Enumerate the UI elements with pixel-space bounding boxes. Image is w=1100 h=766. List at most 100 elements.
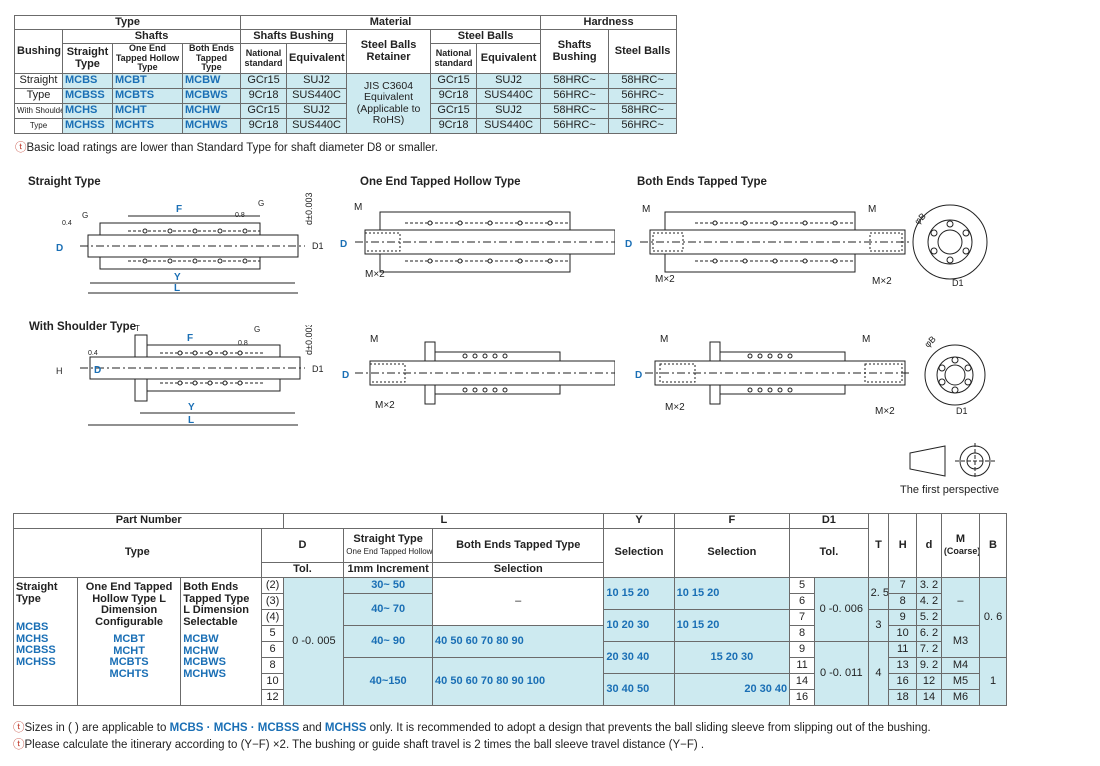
table-row: With Shoulder MCHS MCHT MCHW GCr15 SUJ2 … [14,103,678,119]
D1-value: 9 [789,641,815,658]
dim-G: G [254,325,260,334]
label-both-ends-type: Both Ends Tapped Type [637,176,767,188]
note-marker-icon: ⓣ [13,722,25,734]
code: MCHW [183,644,219,657]
D-tol: 0 -0. 005 [283,577,345,706]
M-value: M6 [940,689,981,706]
code: MCBWS [183,656,226,669]
shoulder-both-ends-drawing: M M D M×2 M×2 φB D1 [635,334,986,417]
header-1mm: 1mm Increment [343,562,434,578]
cell: 56HRC~ [540,88,610,104]
D1-value: 5 [789,577,815,594]
H-value: 13 [888,657,918,674]
F-value: 15 20 30 [673,641,791,674]
code: MCHSS [16,655,56,668]
header-D: D [260,528,345,563]
table-row: 12 16 18 14 M6 [14,689,1007,706]
D1-value: 11 [789,657,815,674]
dim-phiB: φB [912,211,927,226]
dim-Mx2-right: M×2 [875,406,895,417]
type-col-3: Both Ends Tapped Type L Dimension Select… [180,577,262,706]
header-both-ends: Both Ends Tapped Type [181,43,242,74]
header-shafts-bushing: Shafts Bushing [240,29,348,44]
table-row: Type MCHSS MCHTS MCHWS 9Cr18 SUS440C 9Cr… [14,118,678,134]
cell: GCr15 [430,103,478,119]
cell: SUJ2 [286,103,348,119]
dim-Y: Y [188,402,195,413]
L-both-dash: – [432,577,605,626]
label-straight-type: Straight Type [28,176,101,188]
table-row: Straight Type MCBS MCHS MCBSS MCHSS One … [13,577,1007,706]
cell: 58HRC~ [608,73,678,89]
code: MCHTS [109,667,149,680]
cell: GCr15 [240,73,288,89]
M-value: M3 [940,625,981,658]
M-value: – [940,577,981,626]
label-one-end-type: One End Tapped Hollow Type [360,176,521,188]
code-cell: MCBS [62,73,113,89]
header-equivalent: Equivalent [286,43,348,74]
header-hardness: Hardness [540,15,678,30]
cell: 58HRC~ [540,73,610,89]
D1-tol-1: 0 -0. 006 [813,577,869,642]
dim-D: D [340,239,347,250]
cell: SUJ2 [476,73,542,89]
cell: SUS440C [286,88,348,104]
dim-D1: D1 [952,278,964,288]
header-part-number: Part Number [12,513,285,529]
D1-value: 16 [789,689,815,706]
cell: 58HRC~ [540,103,610,119]
code: MCBW [183,633,219,645]
cell: GCr15 [240,103,288,119]
header-bushing: Bushing [14,29,63,74]
code-cell: MCHWS [181,118,242,134]
d-value: 9. 2 [916,657,942,674]
with-shoulder-drawing: T F G 0.8 0.4 H D D1 Y L d±0.003 [56,325,324,426]
first-perspective-label: The first perspective [900,484,1000,496]
header-steel-balls-retainer: Steel Balls Retainer [346,29,432,74]
code-cell: MCHW [181,103,242,119]
header-B: B [979,513,1007,578]
dim-G-right: G [258,199,264,208]
bushing-cell: Type [14,118,63,134]
cell: SUJ2 [476,103,542,119]
F-value: 20 30 40 [673,673,791,706]
code-cell: MCHTS [112,118,183,134]
header-M-coarse: (Coarse) [943,545,980,556]
both-ends-drawing: M M D M×2 M×2 φB D1 [625,204,988,288]
straight-type-drawing: F G G 0.4 0.8 D D1 Y L d±0.003 [56,193,324,294]
dim-tolerance: d±0.003 [304,325,314,355]
D-value: 5 [260,625,285,642]
header-F-selection: Selection [673,528,791,578]
dim-M-left: M [660,334,668,345]
label-with-shoulder-type: With Shoulder Type [29,321,137,333]
code: MCBT [113,633,145,645]
dim-M: M [370,334,378,345]
header-steel-balls: Steel Balls [430,29,542,44]
M-value: M5 [940,673,981,690]
dim-L: L [174,283,180,294]
dim-M-right: M [862,334,870,345]
F-value: 10 15 20 [673,609,791,642]
header-national: National standard [240,43,288,74]
dim-L: L [188,415,194,426]
code: MCBTS [109,656,149,669]
M-value: M4 [940,657,981,674]
cell: 56HRC~ [608,118,678,134]
L-straight: 40~ 90 [343,625,434,658]
dim-D: D [94,365,101,376]
type-c1-title: Straight Type [16,581,58,605]
type-c3-title: Both Ends Tapped Type L Dimension Select… [183,581,250,628]
shoulder-one-end-drawing: M D M×2 [342,334,615,411]
D-value: 10 [260,673,285,690]
code: MCBSS [16,644,56,657]
header-T: T [867,513,890,578]
part-note-1: ⓣSizes in ( ) are applicable to MCBS · M… [13,719,931,735]
roughness-04: 0.4 [88,350,98,357]
code-cell: MCBTS [112,88,183,104]
d-value: 4. 2 [916,593,942,610]
note-marker-icon: ⓣ [15,142,27,154]
dim-G-left: G [82,211,88,220]
code-cell: MCBWS [181,88,242,104]
cell: 58HRC~ [608,103,678,119]
